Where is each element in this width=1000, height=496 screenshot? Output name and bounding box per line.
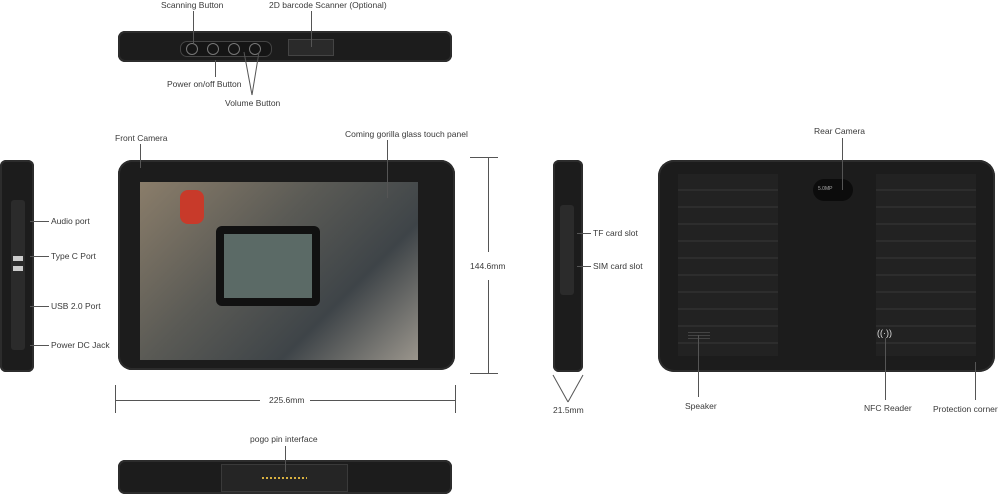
minus-icon [249,43,261,55]
tablet-front-view [118,160,455,370]
power-button-label: Power on/off Button [167,79,242,89]
speaker-grille [688,332,710,340]
protection-corner-label: Protection corner [933,404,998,414]
touch-panel-label: Coming gorilla glass touch panel [345,129,468,139]
nfc-reader-label: NFC Reader [864,403,912,413]
camera-badge: 5.0MP [818,186,833,192]
height-dimension: 144.6mm [470,261,506,271]
tablet-back-view: 5.0MP ((·)) [658,160,995,372]
front-screen [140,182,418,360]
rear-camera-label: Rear Camera [814,126,866,136]
type-c-port-label: Type C Port [51,251,96,261]
power-icon [207,43,219,55]
pogo-pin-connector [221,464,348,492]
tf-slot-label: TF card slot [593,228,638,238]
speaker-label: Speaker [685,401,717,411]
width-dimension: 225.6mm [269,395,305,405]
usb-port-label: USB 2.0 Port [51,301,101,311]
front-camera-label: Front Camera [115,133,168,143]
barcode-scanner-label: 2D barcode Scanner (Optional) [269,0,387,10]
thickness-dimension: 21.5mm [553,405,584,415]
volume-button-label: Volume Button [225,98,281,108]
scanning-button-label: Scanning Button [161,0,224,10]
audio-port-label: Audio port [51,216,90,226]
nfc-icon: ((·)) [877,328,892,338]
dc-jack-label: Power DC Jack [51,340,110,350]
pogo-pin-label: pogo pin interface [250,434,318,444]
scan-icon [186,43,198,55]
tablet-left-side-view [0,160,34,372]
sim-slot-label: SIM card slot [593,261,643,271]
tablet-top-view [118,31,452,62]
plus-icon [228,43,240,55]
rear-camera: 5.0MP [813,179,853,201]
